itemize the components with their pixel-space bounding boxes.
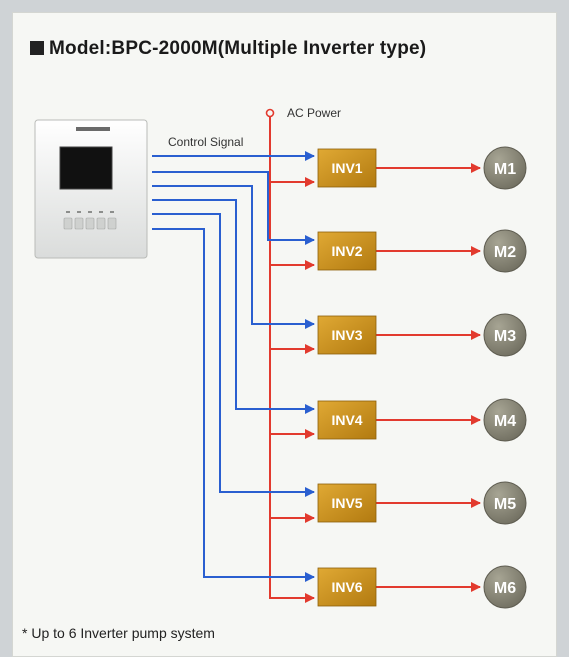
inverter-4: INV4 bbox=[317, 400, 377, 440]
controller-leds bbox=[66, 211, 114, 213]
title-text: Model:BPC-2000M(Multiple Inverter type) bbox=[49, 38, 427, 59]
inverter-6: INV6 bbox=[317, 567, 377, 607]
motor-6: M6 bbox=[483, 565, 527, 609]
control-line-3 bbox=[152, 185, 315, 329]
controller-label-strip bbox=[76, 127, 110, 131]
controller-screen bbox=[59, 146, 113, 190]
motor-output-lines bbox=[376, 163, 481, 592]
motor-3-label: M3 bbox=[494, 328, 516, 345]
motor-5: M5 bbox=[483, 481, 527, 525]
inverter-3: INV3 bbox=[317, 315, 377, 355]
control-signal-label: Control Signal bbox=[168, 135, 243, 149]
controller-device bbox=[34, 119, 148, 259]
inverter-5: INV5 bbox=[317, 483, 377, 523]
motor-1-label: M1 bbox=[494, 161, 516, 178]
motor-2: M2 bbox=[483, 229, 527, 273]
ac-power-label: AC Power bbox=[287, 106, 341, 120]
footnote: * Up to 6 Inverter pump system bbox=[22, 625, 215, 641]
diagram-title: Model:BPC-2000M(Multiple Inverter type) bbox=[30, 38, 426, 60]
control-signal-lines bbox=[152, 151, 315, 582]
inverter-1-label: INV1 bbox=[331, 160, 362, 176]
motor-4-label: M4 bbox=[494, 413, 516, 430]
control-line-5 bbox=[152, 213, 315, 497]
inverter-1: INV1 bbox=[317, 148, 377, 188]
ac-power-terminal-icon bbox=[265, 108, 275, 118]
motor-5-label: M5 bbox=[494, 496, 516, 513]
title-square-icon bbox=[30, 41, 44, 55]
motor-1: M1 bbox=[483, 146, 527, 190]
control-line-2 bbox=[152, 171, 315, 245]
inverter-2-label: INV2 bbox=[331, 243, 362, 259]
inverter-3-label: INV3 bbox=[331, 327, 362, 343]
motor-3: M3 bbox=[483, 313, 527, 357]
controller-buttons bbox=[63, 217, 117, 230]
inverter-2: INV2 bbox=[317, 231, 377, 271]
inverter-4-label: INV4 bbox=[331, 412, 362, 428]
motor-4: M4 bbox=[483, 398, 527, 442]
motor-2-label: M2 bbox=[494, 244, 516, 261]
power-feed-lines bbox=[270, 177, 315, 603]
inverter-5-label: INV5 bbox=[331, 495, 362, 511]
control-line-4 bbox=[152, 199, 315, 414]
inverter-6-label: INV6 bbox=[331, 579, 362, 595]
control-line-6 bbox=[152, 228, 315, 582]
motor-6-label: M6 bbox=[494, 580, 516, 597]
